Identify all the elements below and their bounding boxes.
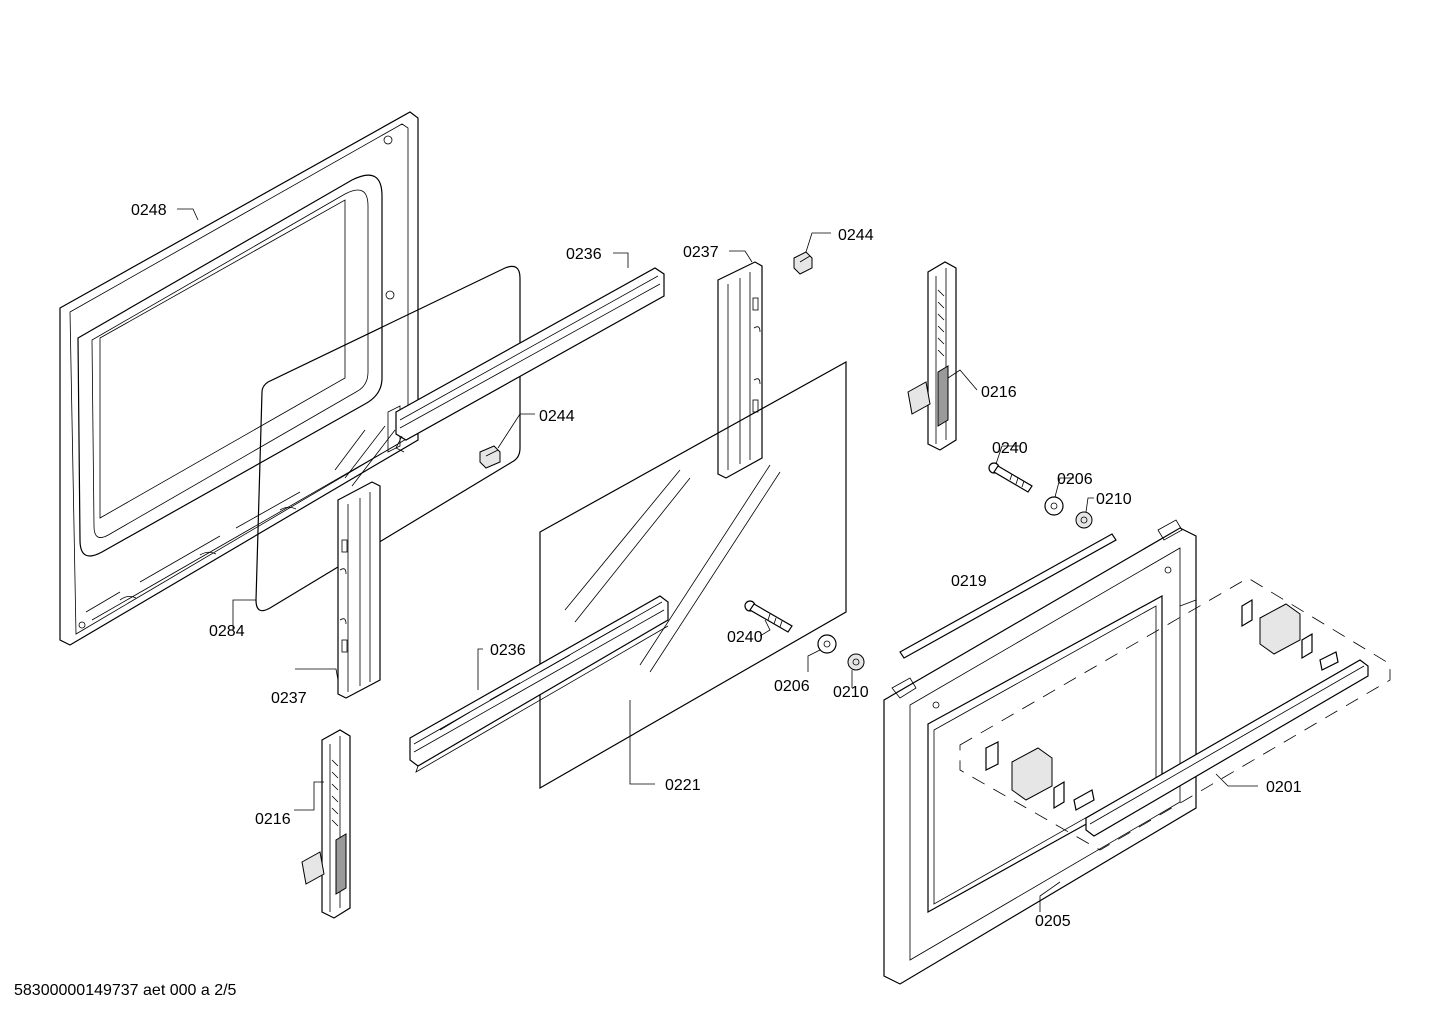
screw-0240-right: [988, 462, 1033, 493]
washer-0206-mid: [817, 634, 837, 654]
inner-door-panel-0248: [59, 111, 419, 646]
hinge-0216-left: [301, 729, 351, 919]
label-0210-mid: 0210: [833, 684, 869, 701]
clip-0244-top: [793, 251, 813, 275]
glass-sheet-0221: [539, 360, 847, 790]
label-0240-mid: 0240: [727, 629, 763, 646]
drawing-reference-footer: 58300000149737 aet 000 a 2/5: [14, 982, 237, 999]
clip-0244-mid: [479, 445, 501, 469]
label-0206-right: 0206: [1057, 471, 1093, 488]
label-0205: 0205: [1035, 913, 1071, 930]
side-bracket-0237-left: [337, 481, 381, 699]
side-bracket-0237-top: [717, 261, 763, 479]
label-0210-right: 0210: [1096, 491, 1132, 508]
profile-rail-0236-bottom: [409, 595, 669, 773]
washer-0206-right: [1044, 496, 1064, 516]
profile-rail-0236-top: [395, 267, 665, 453]
label-0216-left: 0216: [255, 811, 291, 828]
seal-strip-0219: [899, 533, 1117, 659]
hinge-0216-right: [907, 261, 957, 451]
label-0201: 0201: [1266, 779, 1302, 796]
label-0216-right: 0216: [981, 384, 1017, 401]
leader-lines: [177, 208, 1258, 912]
label-0236-top: 0236: [566, 246, 602, 263]
label-0236-bottom: 0236: [490, 642, 526, 659]
label-0206-mid: 0206: [774, 678, 810, 695]
label-0240-right: 0240: [992, 440, 1028, 457]
label-0284: 0284: [209, 623, 245, 640]
nut-0210-mid: [847, 653, 865, 671]
label-0244-mid: 0244: [539, 408, 575, 425]
label-0221: 0221: [665, 777, 701, 794]
label-0237-left: 0237: [271, 690, 307, 707]
handle-0201: [959, 577, 1391, 851]
glass-pane-0284: [255, 265, 521, 612]
screw-0240-mid: [744, 600, 793, 633]
nut-0210-right: [1075, 511, 1093, 529]
label-0244-top: 0244: [838, 227, 874, 244]
part-labels: 0248 0236 0237 0244 0244 0216 0240 0206 …: [131, 202, 1302, 930]
label-0219: 0219: [951, 573, 987, 590]
label-0237-top: 0237: [683, 244, 719, 261]
label-0248: 0248: [131, 202, 167, 219]
